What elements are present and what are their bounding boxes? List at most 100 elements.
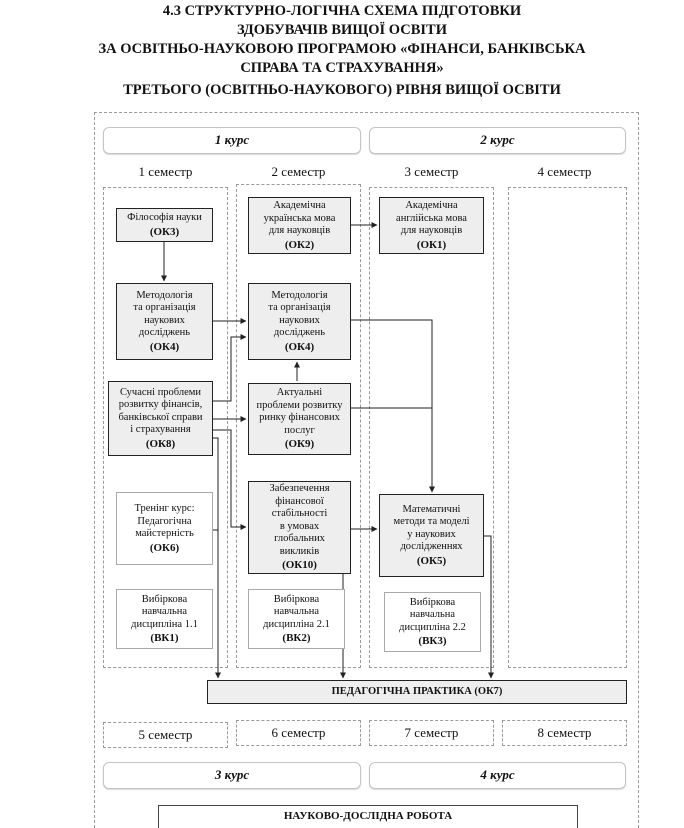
- node-ok10-line-2: фінансової: [275, 495, 324, 507]
- node-ok1-line-3: для науковців: [400, 225, 463, 236]
- node-ok4-sem2-line-3: наукових: [279, 314, 320, 326]
- node-ok3-line-1: Філософія науки: [127, 212, 202, 223]
- node-ok9-line-2: проблеми розвитку: [256, 399, 343, 411]
- node-ok9-financial-services: Актуальні проблеми розвитку ринку фінанс…: [248, 383, 351, 455]
- node-ok10-line-6: викликів: [279, 545, 320, 557]
- semester-4-label: 4 семестр: [537, 164, 592, 179]
- node-ok5-line-4: дослідженнях: [400, 541, 463, 553]
- node-ok4-sem1-code: (ОК4): [149, 340, 180, 353]
- node-ok8-line-2: розвитку фінансів,: [118, 399, 203, 411]
- arrow-ok8-to-ok4: [213, 334, 247, 402]
- node-vk3-elective: Вибіркова навчальна дисципліна 2.2 (ВК3): [384, 592, 481, 652]
- node-vk1-elective: Вибіркова навчальна дисципліна 1.1 (ВК1): [116, 589, 213, 649]
- node-ok6-line-1: Тренінг курс:: [134, 503, 195, 514]
- node-vk2-elective: Вибіркова навчальна дисципліна 2.1 (ВК2): [248, 589, 345, 649]
- node-ok9-line-1: Актуальні: [276, 387, 323, 399]
- diagram-title-line-5: ТРЕТЬОГО (ОСВІТНЬО-НАУКОВОГО) РІВНЯ ВИЩО…: [123, 82, 561, 98]
- semester-5-box: 5 семестр: [103, 722, 228, 748]
- node-vk1-code: (ВК1): [150, 632, 179, 644]
- node-ok8-line-1: Сучасні проблеми: [119, 386, 202, 398]
- outer-frame: [94, 112, 639, 828]
- node-ok1-line-2: англійська мова: [396, 212, 467, 224]
- node-ok3-code: (ОК3): [149, 225, 180, 238]
- node-ok1-code: (ОК1): [416, 238, 447, 251]
- node-vk3-line-3: дисципліна 2.2: [399, 621, 466, 633]
- semester-3-column: [369, 187, 494, 668]
- node-vk1-line-2: навчальна: [141, 606, 188, 617]
- node-ok9-code: (ОК9): [284, 438, 315, 451]
- diagram-title-line-4: СПРАВА ТА СТРАХУВАННЯ»: [240, 60, 444, 76]
- arrow-ok5-to-practice: [484, 535, 494, 679]
- node-vk3-line-2: навчальна: [409, 609, 456, 620]
- node-ok5-code: (ОК5): [416, 554, 447, 567]
- node-ok4-sem2-line-4: досліджень: [273, 327, 326, 339]
- semester-2-label: 2 семестр: [271, 164, 326, 179]
- course-2-header: 2 курс: [369, 127, 626, 154]
- node-ok6-line-3: майстерність: [135, 528, 194, 539]
- node-ok4-sem2-code: (ОК4): [284, 340, 315, 353]
- node-vk1-line-3: дисципліна 1.1: [131, 618, 198, 630]
- node-ok9-line-4: послуг: [284, 424, 315, 436]
- node-ok3-philosophy: Філософія науки (ОК3): [116, 208, 213, 242]
- node-ok1-english: Академічна англійська мова для науковців…: [379, 197, 484, 254]
- semester-1-label: 1 семестр: [138, 164, 193, 179]
- node-ok2-code: (ОК2): [284, 238, 315, 251]
- node-ok2-line-3: для науковців: [268, 225, 331, 236]
- course-3-header: 3 курс: [103, 762, 361, 789]
- node-ok2-line-2: українська мова: [263, 212, 336, 224]
- semester-6-box: 6 семестр: [236, 720, 361, 746]
- node-ok2-line-1: Академічна: [273, 200, 326, 211]
- semester-8-box: 8 семестр: [502, 720, 627, 746]
- arrow-ok8-to-practice: [213, 437, 221, 679]
- node-vk2-code: (ВК2): [282, 632, 311, 644]
- node-vk1-line-1: Вибіркова: [141, 593, 188, 605]
- semester-4-column: [508, 187, 627, 668]
- diagram-title-line-1: 4.3 СТРУКТУРНО-ЛОГІЧНА СХЕМА ПІДГОТОВКИ: [162, 3, 522, 19]
- node-ok5-line-2: методи та моделі: [393, 516, 470, 528]
- node-vk2-line-1: Вибіркова: [273, 593, 320, 605]
- node-ok5-math-methods: Математичні методи та моделі у наукових …: [379, 494, 484, 577]
- node-ok4-sem1-line-1: Методологія: [136, 289, 193, 301]
- node-ok10-line-4: в умовах: [279, 520, 320, 532]
- node-ok6-code: (ОК6): [149, 541, 180, 554]
- node-ok10-line-1: Забезпечення: [269, 483, 330, 495]
- research-work-bar: НАУКОВО-ДОСЛІДНА РОБОТА: [158, 805, 578, 828]
- arrow-ok8-to-ok10: [213, 429, 247, 530]
- semester-2-column: [236, 184, 361, 668]
- node-ok8-line-4: і страхування: [130, 424, 191, 436]
- node-ok4-sem1-line-4: досліджень: [138, 327, 191, 339]
- node-ok10-financial-stability: Забезпечення фінансової стабільності в у…: [248, 481, 351, 574]
- node-ok8-line-3: банківської справи: [118, 411, 203, 423]
- node-ok10-code: (ОК10): [282, 559, 317, 572]
- node-ok9-line-3: ринку фінансових: [259, 412, 340, 424]
- node-ok5-line-1: Математичні: [402, 503, 461, 515]
- node-ok6-line-2: Педагогічна: [137, 515, 192, 527]
- node-ok10-line-3: стабільності: [271, 508, 328, 520]
- course-1-header: 1 курс: [103, 127, 361, 154]
- semester-1-column: [103, 187, 228, 668]
- node-vk3-code: (ВК3): [418, 635, 447, 647]
- node-ok4-sem1-line-2: та організація: [133, 302, 196, 314]
- node-ok6-training: Тренінг курс: Педагогічна майстерність (…: [116, 492, 213, 565]
- node-vk2-line-3: дисципліна 2.1: [263, 618, 330, 630]
- node-ok5-line-3: у наукових: [407, 528, 456, 540]
- node-ok10-line-5: глобальних: [274, 533, 325, 545]
- node-ok4-sem1-line-3: наукових: [144, 314, 185, 326]
- node-ok4-sem2-line-2: та організація: [268, 302, 331, 314]
- node-vk2-line-2: навчальна: [273, 606, 320, 617]
- semester-7-box: 7 семестр: [369, 720, 494, 746]
- node-ok1-line-1: Академічна: [405, 200, 458, 211]
- semester-3-label: 3 семестр: [404, 164, 459, 179]
- node-ok8-modern-problems: Сучасні проблеми розвитку фінансів, банк…: [108, 381, 213, 456]
- node-vk3-line-1: Вибіркова: [409, 596, 456, 608]
- node-ok4-methodology-sem1: Методологія та організація наукових досл…: [116, 283, 213, 360]
- diagram-title-line-3: ЗА ОСВІТНЬО-НАУКОВОЮ ПРОГРАМОЮ «ФІНАНСИ,…: [98, 41, 586, 57]
- course-4-header: 4 курс: [369, 762, 626, 789]
- arrow-ok4-to-ok5: [351, 319, 435, 493]
- node-ok8-code: (ОК8): [145, 437, 176, 450]
- node-ok4-methodology-sem2: Методологія та організація наукових досл…: [248, 283, 351, 360]
- node-ok4-sem2-line-1: Методологія: [271, 289, 328, 301]
- diagram-title-line-2: ЗДОБУВАЧІВ ВИЩОЇ ОСВІТИ: [237, 22, 447, 38]
- node-ok2-ukrainian: Академічна українська мова для науковців…: [248, 197, 351, 254]
- pedagogical-practice-bar: ПЕДАГОГІЧНА ПРАКТИКА (ОК7): [207, 680, 627, 704]
